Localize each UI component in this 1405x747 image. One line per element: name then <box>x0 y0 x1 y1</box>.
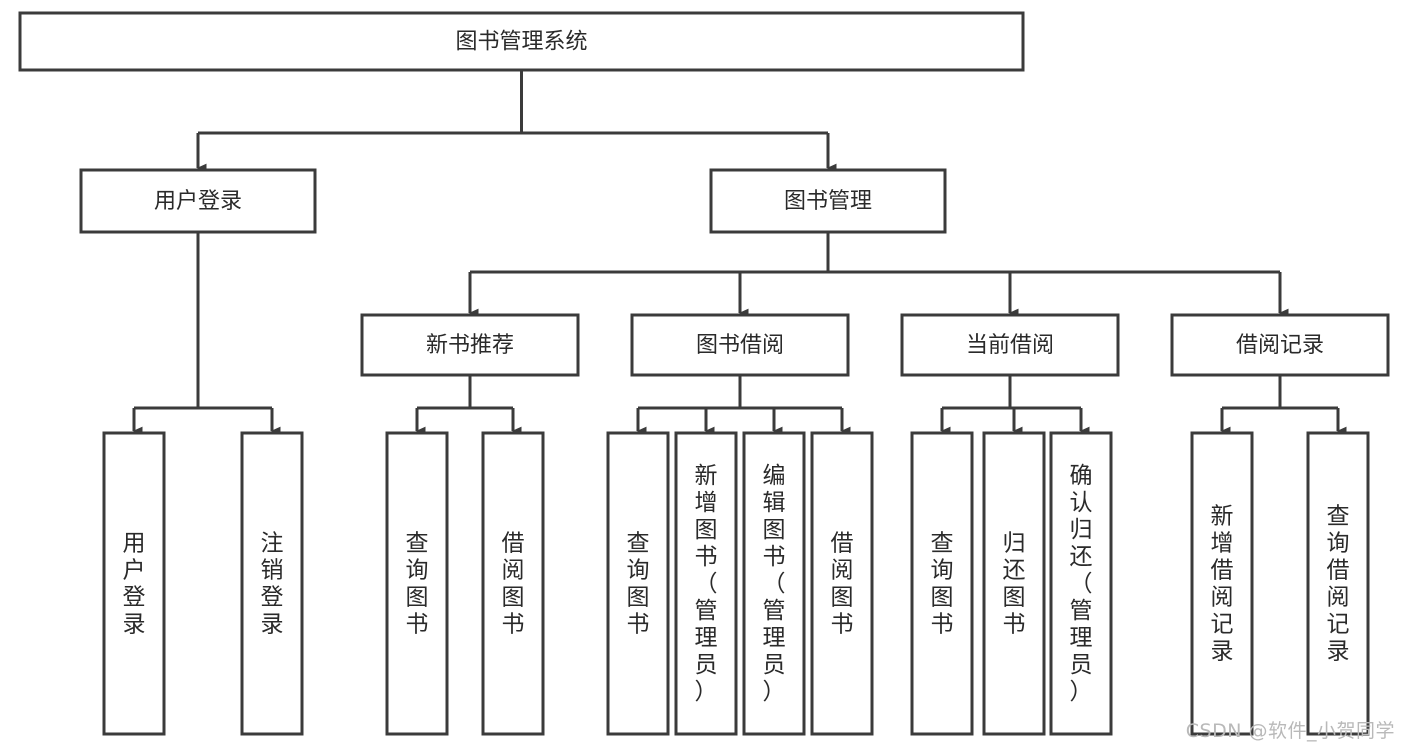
node-label: 当前借阅 <box>966 333 1054 358</box>
node-leaf-add-record[interactable]: 新增借阅记录 <box>1190 431 1254 736</box>
node-leaf-edit-book[interactable]: 编辑图书（管理员） <box>742 431 806 736</box>
node-book-borrow[interactable]: 图书借阅 <box>630 313 850 377</box>
node-leaf-query-book-1[interactable]: 查询图书 <box>385 431 449 736</box>
node-label-vertical: 查询图书 <box>627 531 650 638</box>
node-label-vertical: 归还图书 <box>1003 531 1026 638</box>
node-label: 图书借阅 <box>696 333 784 358</box>
node-new-book-recommend[interactable]: 新书推荐 <box>360 313 580 377</box>
watermark-text: CSDN @软件_小贺同学 <box>1185 720 1395 742</box>
node-layer: 图书管理系统用户登录图书管理新书推荐图书借阅当前借阅借阅记录用户登录注销登录查询… <box>18 11 1390 736</box>
node-user-login[interactable]: 用户登录 <box>79 168 317 234</box>
node-label-vertical: 确认归还（管理员） <box>1070 463 1093 705</box>
node-label-vertical: 编辑图书（管理员） <box>763 463 786 705</box>
node-label-vertical: 查询图书 <box>406 531 429 638</box>
node-leaf-query-book-2[interactable]: 查询图书 <box>606 431 670 736</box>
node-borrow-record[interactable]: 借阅记录 <box>1170 313 1390 377</box>
node-label: 用户登录 <box>154 189 242 214</box>
node-label-vertical: 注销登录 <box>261 531 284 638</box>
node-leaf-user-login[interactable]: 用户登录 <box>102 431 166 736</box>
node-label: 图书管理系统 <box>455 30 587 55</box>
connector-layer <box>132 70 1347 436</box>
node-label-vertical: 借阅图书 <box>831 531 854 638</box>
node-current-borrow[interactable]: 当前借阅 <box>900 313 1120 377</box>
node-leaf-borrow-book-2[interactable]: 借阅图书 <box>810 431 874 736</box>
node-leaf-add-book[interactable]: 新增图书（管理员） <box>674 431 738 736</box>
node-label-vertical: 借阅图书 <box>502 531 525 638</box>
node-label-vertical: 查询图书 <box>931 531 954 638</box>
node-label: 图书管理 <box>784 189 872 214</box>
node-label-vertical: 查询借阅记录 <box>1327 504 1350 665</box>
node-label: 新书推荐 <box>426 333 514 358</box>
node-leaf-query-record[interactable]: 查询借阅记录 <box>1306 431 1370 736</box>
node-book-manage[interactable]: 图书管理 <box>709 168 947 234</box>
node-label: 借阅记录 <box>1236 333 1324 358</box>
node-leaf-query-book-3[interactable]: 查询图书 <box>910 431 974 736</box>
node-leaf-user-logout[interactable]: 注销登录 <box>240 431 304 736</box>
node-label-vertical: 新增图书（管理员） <box>695 463 718 705</box>
node-leaf-borrow-book-1[interactable]: 借阅图书 <box>481 431 545 736</box>
node-leaf-return-book[interactable]: 归还图书 <box>982 431 1046 736</box>
node-label-vertical: 新增借阅记录 <box>1211 504 1234 665</box>
node-leaf-confirm-return[interactable]: 确认归还（管理员） <box>1049 431 1113 736</box>
node-root-root[interactable]: 图书管理系统 <box>18 11 1025 72</box>
node-label-vertical: 用户登录 <box>123 531 146 638</box>
